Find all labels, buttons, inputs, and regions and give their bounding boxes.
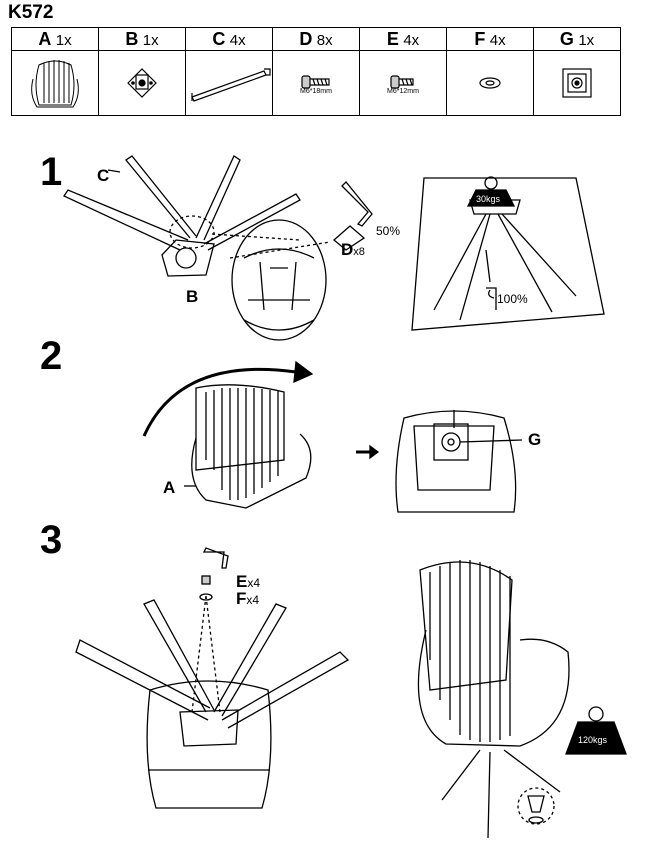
allen-key-icon [341, 181, 373, 227]
part-d-header: D 8x [272, 27, 360, 51]
part-a-image [11, 50, 99, 116]
swivel-plate-icon [127, 68, 157, 98]
step-2-number: 2 [40, 334, 63, 378]
weight-120kg-icon [565, 706, 627, 755]
label-f: Fx4 [236, 589, 260, 608]
step-3-chair-base [75, 595, 350, 809]
parts-table: A 1x B 1x C 4x D 8x E 4x F 4x G 1x [11, 27, 621, 116]
chair-icon [31, 60, 79, 108]
screw-e-icon [201, 575, 211, 585]
part-c-image [185, 50, 273, 116]
part-e-image: M6*12mm [359, 50, 447, 116]
screw-icon [390, 74, 414, 89]
step-2-arrow-right [356, 444, 380, 460]
tighten-50-label: 50% [376, 224, 401, 238]
step-2-chair-bottom [395, 410, 523, 513]
mounting-plate-icon [562, 68, 592, 98]
allen-key-icon-step3 [202, 547, 229, 569]
screw-icon [301, 74, 330, 89]
weight-120kg-label: 120kgs [578, 735, 608, 745]
label-e: Ex4 [236, 572, 261, 591]
model-number: K572 [8, 2, 54, 23]
step-1-load-test-panel [411, 177, 605, 331]
label-b: B [186, 287, 199, 306]
screw-d-icon [332, 225, 366, 251]
step-1-leg-assembly [63, 155, 301, 277]
step-1-zoom-detail [211, 219, 331, 341]
label-g: G [528, 430, 542, 449]
step-3-number: 3 [40, 518, 63, 562]
leg-icon [191, 68, 271, 102]
step-1-number: 1 [40, 150, 63, 194]
weight-30kg-label: 30kgs [476, 194, 501, 204]
label-a: A [163, 478, 176, 497]
part-g-image [533, 50, 621, 116]
part-b-image [98, 50, 186, 116]
part-d-size: M6*18mm [300, 87, 332, 95]
step-2-rotation-arrow [142, 360, 314, 437]
washer-f-icon [199, 593, 213, 601]
part-g-header: G 1x [533, 27, 621, 51]
part-e-size: M6*12mm [387, 87, 419, 95]
washer-icon [479, 77, 501, 89]
step-3-finished-chair [417, 560, 570, 839]
tighten-100-label: 100% [497, 292, 528, 306]
step-2-chair [184, 384, 312, 509]
part-f-image [446, 50, 534, 116]
label-c: C [97, 166, 110, 185]
weight-30kg-icon [466, 176, 516, 207]
part-a-header: A 1x [11, 27, 99, 51]
part-e-header: E 4x [359, 27, 447, 51]
part-d-image: M6*18mm [272, 50, 360, 116]
